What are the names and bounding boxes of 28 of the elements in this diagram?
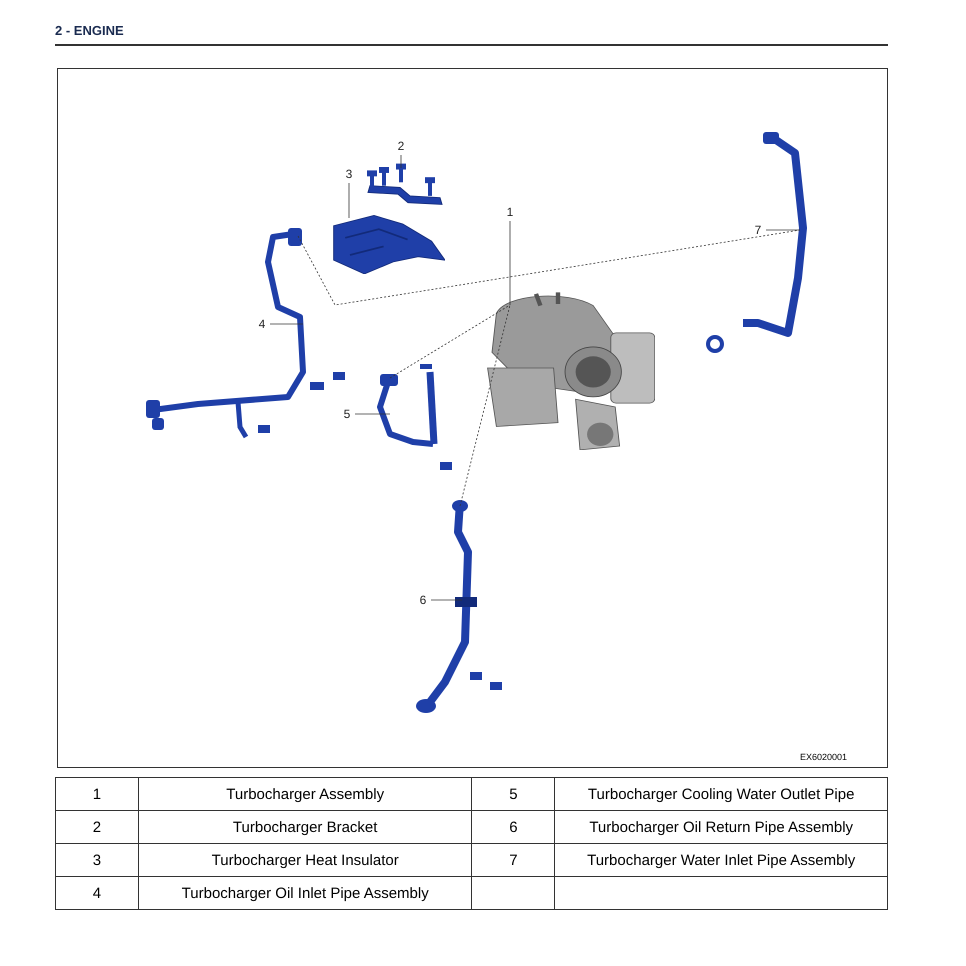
- part-number: 6: [509, 818, 518, 836]
- callout-number: 6: [417, 593, 429, 607]
- part-number: 2: [92, 818, 102, 836]
- part-name: Turbocharger Oil Return Pipe Assembly: [589, 818, 854, 836]
- leader-line: [400, 154, 402, 168]
- part-name: Turbocharger Heat Insulator: [212, 852, 399, 868]
- callout-number: 3: [343, 167, 355, 181]
- part-name: Turbocharger Bracket: [232, 818, 378, 836]
- callout-number: 2: [395, 139, 407, 153]
- alignment-line: [460, 304, 510, 506]
- part-number: 5: [509, 786, 518, 802]
- part-number: 4: [92, 884, 102, 902]
- part-number: 1: [92, 786, 102, 802]
- part-name: Turbocharger Assembly: [226, 786, 384, 802]
- part-name: Turbocharger Oil Inlet Pipe Assembly: [182, 884, 429, 902]
- leader-line: [348, 182, 350, 218]
- part-number: 3: [92, 852, 102, 868]
- alignment-line: [390, 304, 510, 378]
- callout-number: 4: [256, 317, 268, 331]
- part-number: 7: [509, 852, 518, 868]
- part-name: Turbocharger Water Inlet Pipe Assembly: [587, 852, 856, 868]
- callout-number: 5: [341, 407, 353, 421]
- callout-number: 1: [504, 205, 516, 219]
- alignment-line: [298, 230, 800, 306]
- part-name: Turbocharger Cooling Water Outlet Pipe: [588, 786, 854, 802]
- callout-number: 7: [752, 223, 764, 237]
- figure-code: EX6020001: [800, 752, 848, 762]
- page-heading: 2 - ENGINE: [55, 23, 124, 38]
